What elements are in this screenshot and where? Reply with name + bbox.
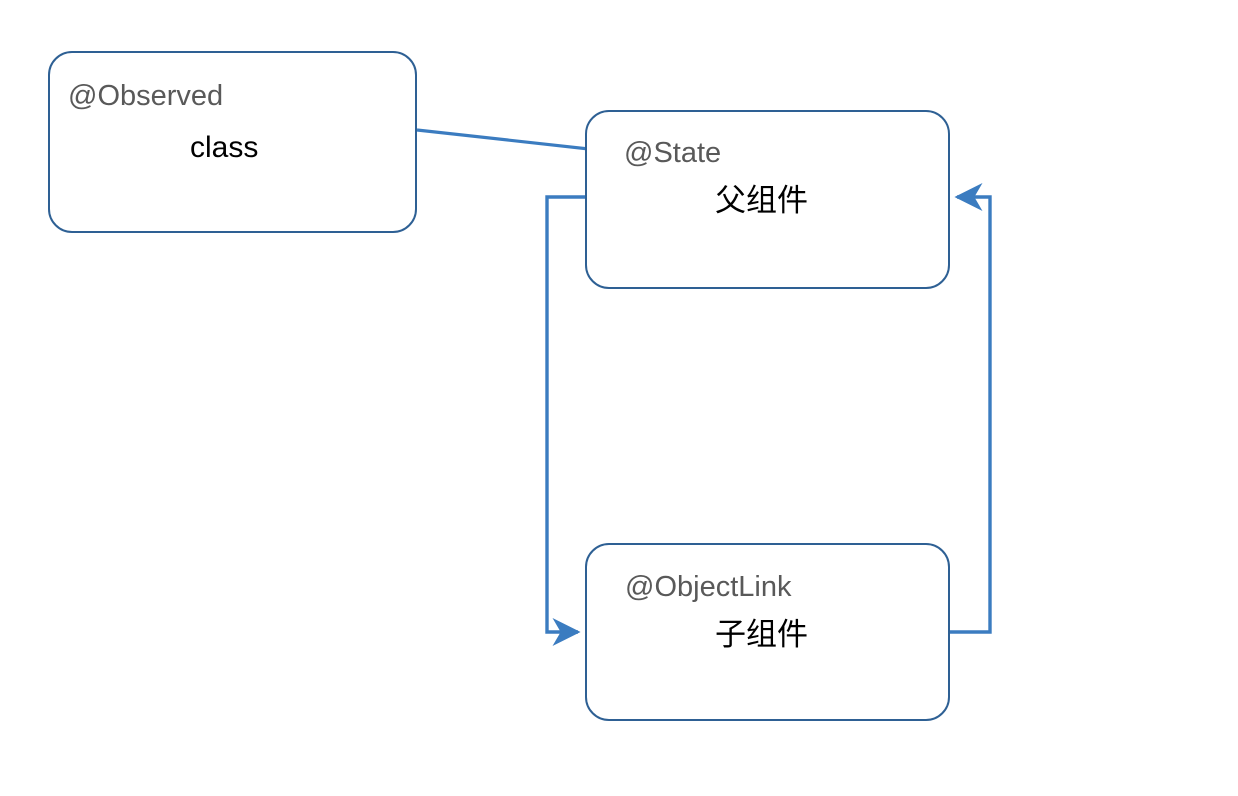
node-objectlink-decorator-label: @ObjectLink	[625, 571, 792, 603]
node-observed-decorator-label: @Observed	[68, 80, 224, 112]
node-state[interactable]: @State 父组件	[585, 110, 950, 289]
node-observed-title-label: class	[190, 131, 259, 164]
node-observed[interactable]: @Observed class	[48, 51, 417, 233]
node-state-title-label: 父组件	[715, 183, 808, 219]
node-objectlink-title-label: 子组件	[715, 617, 808, 653]
edge-state-to-objectlink	[545, 195, 588, 647]
node-state-decorator-label: @State	[624, 137, 722, 169]
edge-objectlink-to-state	[948, 182, 992, 634]
node-objectlink[interactable]: @ObjectLink 子组件	[585, 543, 950, 721]
